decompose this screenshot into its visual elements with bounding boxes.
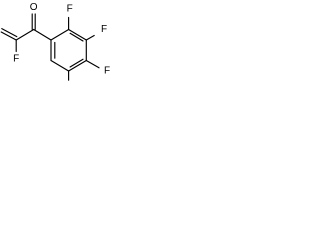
- oxygen-label: O: [30, 2, 38, 13]
- ring-bond-2: [50, 59, 70, 72]
- ring-inner-double-bond-2: [69, 58, 84, 68]
- molecule-structure-diagram: O F F F F: [0, 2, 110, 81]
- terminal-alkene-double-bond-b: [1, 28, 18, 38]
- ring-inner-double-bond-3: [69, 32, 84, 42]
- ring-bond-6: [50, 28, 70, 41]
- vinyl-fluorine-label: F: [13, 54, 19, 65]
- right-fluorine-label: F: [104, 66, 110, 77]
- right-fluorine-bond: [85, 59, 100, 69]
- terminal-alkene-double-bond-a: [0, 31, 17, 41]
- upper-fluorine-label: F: [67, 4, 73, 15]
- ring-bond-5: [68, 28, 87, 41]
- bonds: [0, 13, 100, 81]
- middle-fluorine-label: F: [101, 24, 107, 35]
- middle-fluorine-bond: [85, 34, 95, 41]
- carbonyl-to-ring-bond: [33, 28, 52, 41]
- ring-bond-3: [68, 59, 87, 72]
- atom-labels: O F F F F: [13, 2, 110, 77]
- carbonyl-to-alkene-bond: [15, 28, 35, 41]
